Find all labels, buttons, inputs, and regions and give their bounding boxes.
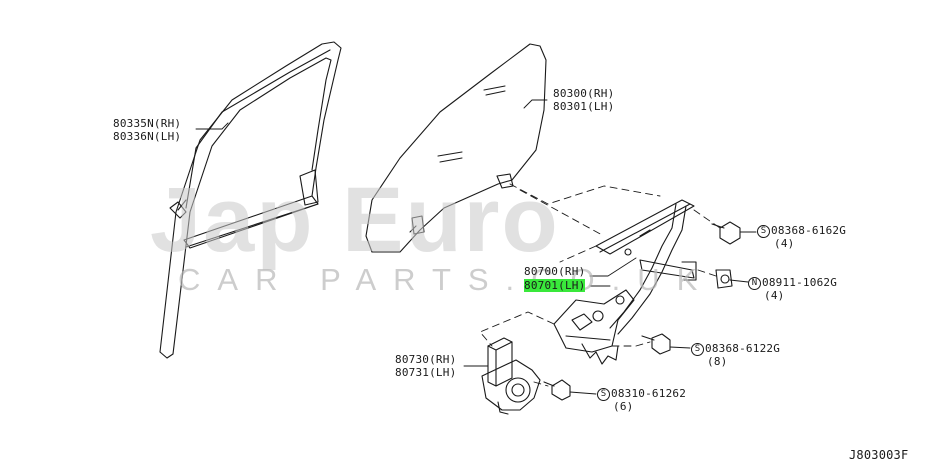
fastener-1-symbol: S [757,224,770,238]
window-regulator-drawing [553,199,697,365]
callout-sash-rh: 80335N(RH) [113,117,182,130]
fastener-2-qty: (4) [764,289,785,302]
regulator-lh-prefix: 8070 [524,279,552,292]
door-sash-drawing [159,41,342,359]
dashed-guides [479,183,721,387]
fastener-4-symbol: S [597,387,610,401]
watermark-tagline: CAR PARTS.CO.UK [178,262,715,297]
regulator-motor-drawing [481,337,541,415]
fastener-1-part: 08368-6162G [771,224,847,237]
callout-regulator-lh: 80701(LH) [524,279,586,292]
leader-lines [195,99,757,395]
fastener-2-symbol: N [748,276,761,290]
fastener-1-qty: (4) [774,237,795,250]
callout-motor-rh: 80730(RH) [395,353,457,366]
fastener-2-part: 08911-1062G [762,276,838,289]
door-glass-drawing [365,43,547,253]
fastener-4-part: 08310-61262 [611,387,687,400]
fastener-3-part: 08368-6122G [705,342,781,355]
fastener-3-symbol: S [691,342,704,356]
callout-sash-lh: 80336N(LH) [113,130,182,143]
watermark-brand: Jap Euro [150,169,560,271]
regulator-lh-suffix: (LH) [558,279,586,292]
fastener-4-qty: (6) [613,400,634,413]
fastener-3-qty: (8) [707,355,728,368]
fastener-drawings [543,221,741,401]
callout-glass-rh: 80300(RH) [553,87,615,100]
callout-regulator-rh: 80700(RH) [524,265,586,278]
callout-glass-lh: 80301(LH) [553,100,615,113]
diagram-code: J803003F [849,448,909,462]
callout-motor-lh: 80731(LH) [395,366,457,379]
regulator-lh-highlight: 1 [551,279,559,292]
